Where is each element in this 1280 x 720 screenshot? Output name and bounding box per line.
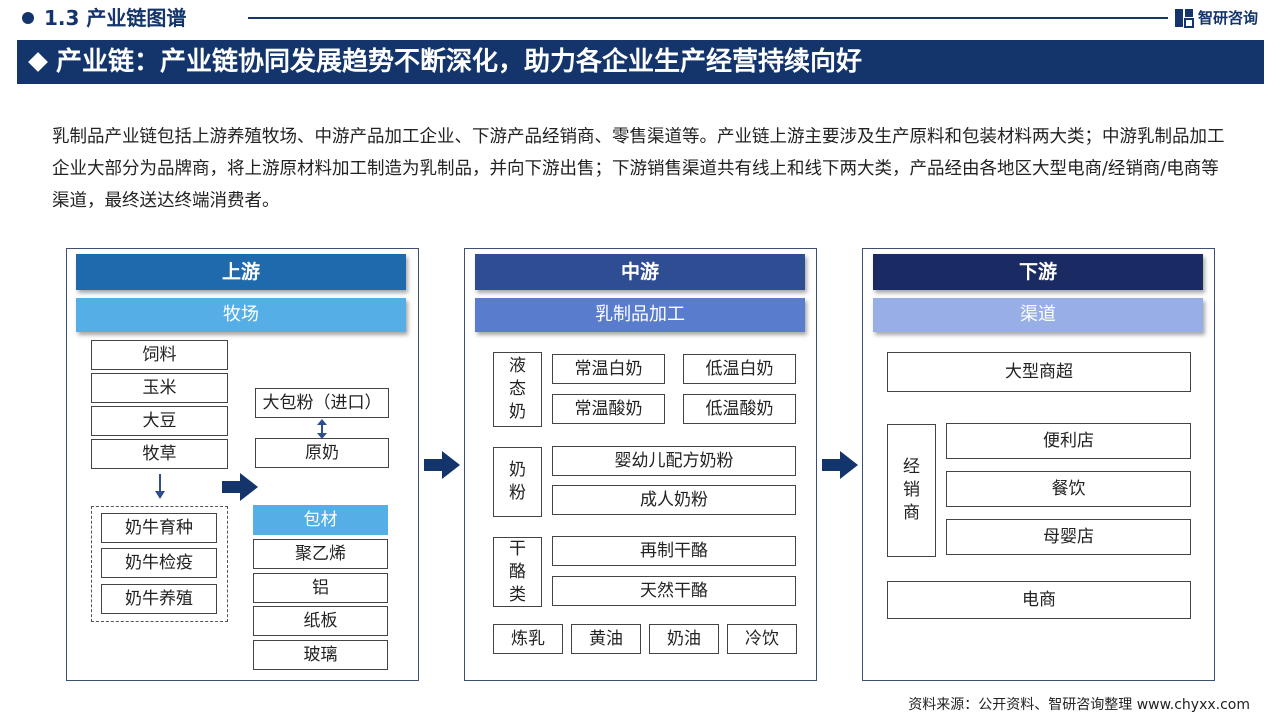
packaging-title: 包材 (253, 505, 388, 535)
cheese-label: 干酪类 (493, 537, 542, 607)
cattle-breeding-item: 奶牛育种 (101, 513, 217, 543)
cattle-quarantine-item: 奶牛检疫 (101, 548, 217, 578)
chilled-yogurt-item: 低温酸奶 (683, 394, 796, 424)
arrow-right-icon (822, 451, 860, 479)
import-powder-item: 大包粉（进口） (255, 388, 389, 418)
cattle-raising-item: 奶牛养殖 (101, 584, 217, 614)
catering-item: 餐饮 (946, 471, 1191, 507)
maternity-store-item: 母婴店 (946, 519, 1191, 555)
milk-powder-label: 奶粉 (493, 447, 542, 517)
upstream-subtitle: 牧场 (76, 298, 406, 332)
cardboard-item: 纸板 (253, 606, 388, 636)
butter-item: 黄油 (571, 624, 641, 654)
distributor-label: 经销商 (887, 424, 936, 557)
downstream-title: 下游 (873, 254, 1203, 290)
supermarket-item: 大型商超 (887, 352, 1191, 392)
bullet-dot-icon (22, 12, 34, 24)
convenience-store-item: 便利店 (946, 423, 1191, 459)
arrow-right-icon (222, 473, 260, 501)
condensed-milk-item: 炼乳 (493, 624, 563, 654)
cattle-group (91, 506, 228, 622)
polyethylene-item: 聚乙烯 (253, 539, 388, 569)
ambient-yogurt-item: 常温酸奶 (552, 394, 665, 424)
upstream-title: 上游 (76, 254, 406, 290)
forage-item: 牧草 (91, 439, 228, 469)
adult-powder-item: 成人奶粉 (552, 485, 796, 515)
brand-name: 智研咨询 (1198, 9, 1259, 27)
banner-title: 产业链：产业链协同发展趋势不断深化，助力各企业生产经营持续向好 (56, 47, 863, 77)
midstream-subtitle: 乳制品加工 (475, 298, 805, 332)
aluminum-item: 铝 (253, 573, 388, 603)
glass-item: 玻璃 (253, 640, 388, 670)
processed-cheese-item: 再制干酪 (552, 536, 796, 566)
arrow-right-icon (424, 451, 462, 479)
source-note: 资料来源：公开资料、智研咨询整理 www.chyxx.com (908, 697, 1250, 713)
brand-logo-icon (1174, 8, 1194, 28)
title-banner (17, 40, 1264, 84)
ambient-white-milk-item: 常温白奶 (552, 354, 665, 384)
arrow-down-icon (154, 474, 166, 500)
double-arrow-icon (316, 419, 328, 439)
ecommerce-item: 电商 (887, 581, 1191, 619)
midstream-title: 中游 (475, 254, 805, 290)
corn-item: 玉米 (91, 373, 228, 403)
soybean-item: 大豆 (91, 406, 228, 436)
chilled-white-milk-item: 低温白奶 (683, 354, 796, 384)
raw-milk-item: 原奶 (255, 438, 389, 468)
liquid-milk-label: 液态奶 (493, 352, 542, 427)
natural-cheese-item: 天然干酪 (552, 576, 796, 606)
feed-item: 饲料 (91, 340, 228, 370)
section-title: 1.3 产业链图谱 (44, 6, 187, 30)
downstream-subtitle: 渠道 (873, 298, 1203, 332)
infant-formula-item: 婴幼儿配方奶粉 (552, 446, 796, 476)
intro-paragraph: 乳制品产业链包括上游养殖牧场、中游产品加工企业、下游产品经销商、零售渠道等。产业… (52, 127, 1225, 211)
frozen-dessert-item: 冷饮 (727, 624, 797, 654)
header-divider (248, 17, 1168, 19)
cream-item: 奶油 (649, 624, 719, 654)
